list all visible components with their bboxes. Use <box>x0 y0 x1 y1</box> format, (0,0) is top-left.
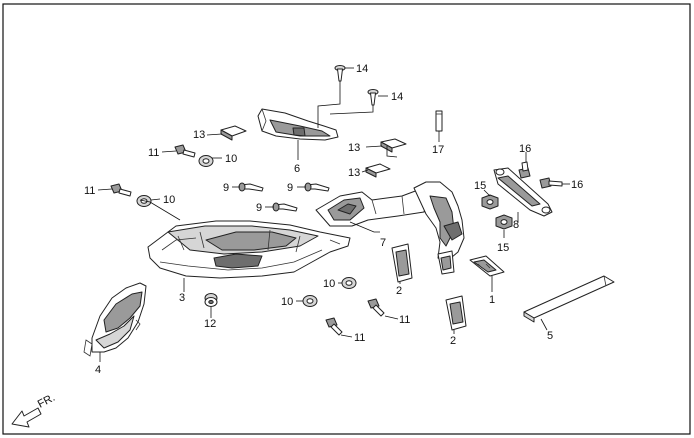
part-2-reflector-upper <box>391 243 413 283</box>
part-2-reflector-lower <box>445 295 467 331</box>
callout-labels: 1 2 2 3 4 5 6 7 8 9 9 9 10 10 10 10 11 1… <box>84 63 583 376</box>
callout-8: 8 <box>513 219 519 231</box>
part-14-screw-right <box>367 89 379 106</box>
part-9-screw-b <box>304 182 330 192</box>
callout-14-b: 14 <box>391 91 403 103</box>
callout-13-c: 13 <box>348 167 360 179</box>
callout-17: 17 <box>432 144 444 156</box>
callout-15-a: 15 <box>474 180 486 192</box>
callout-11-a: 11 <box>148 147 159 159</box>
front-direction-indicator: FR. <box>11 392 57 428</box>
part-10-washer-a <box>198 155 214 167</box>
part-13-clip-lower-right <box>365 163 391 178</box>
callout-2-upper: 2 <box>396 285 402 297</box>
part-3-inner-tray <box>147 220 351 279</box>
part-1-plate <box>469 255 505 277</box>
callout-10-a: 10 <box>225 153 237 165</box>
callout-4: 4 <box>95 364 101 376</box>
callout-11-c: 11 <box>399 314 410 326</box>
callout-13-a: 13 <box>193 129 205 141</box>
diagram-border <box>2 3 691 435</box>
callout-10-d: 10 <box>281 296 293 308</box>
part-10-washer-c <box>341 277 357 289</box>
callout-6: 6 <box>294 163 300 175</box>
callout-9-b: 9 <box>287 182 293 194</box>
part-17-pad <box>435 110 443 132</box>
leader-lines <box>97 67 570 362</box>
part-13-clip-upper-right <box>380 138 407 153</box>
part-7-rear-bracket <box>315 181 465 263</box>
part-15-nut-upper <box>481 194 499 210</box>
callout-9-c: 9 <box>256 202 262 214</box>
front-label: FR. <box>36 392 57 411</box>
part-13-clip-upper-left <box>220 125 247 141</box>
part-6-upper-cover <box>257 108 339 141</box>
callout-10-c: 10 <box>323 278 335 290</box>
part-11-bolt-a <box>174 144 196 158</box>
part-9-screw-c <box>272 202 298 212</box>
part-11-bolt-c <box>367 298 385 317</box>
part-11-bolt-d <box>325 317 343 336</box>
callout-15-b: 15 <box>497 242 509 254</box>
callout-9-a: 9 <box>223 182 229 194</box>
callout-11-b: 11 <box>84 185 95 197</box>
part-11-bolt-b <box>110 183 132 197</box>
part-15-nut-lower <box>495 214 513 230</box>
callout-2-lower: 2 <box>450 335 456 347</box>
part-8-stay-bracket <box>493 167 553 217</box>
callout-11-d: 11 <box>354 332 365 344</box>
part-9-screw-a <box>238 182 264 192</box>
callout-16-a: 16 <box>519 143 531 155</box>
part-16-bolt-right <box>539 177 563 189</box>
part-10-washer-d <box>302 295 318 307</box>
callout-16-b: 16 <box>571 179 583 191</box>
part-5-trim-strip <box>523 275 615 323</box>
callout-7: 7 <box>380 237 386 249</box>
part-12-grommet <box>204 293 218 307</box>
part-2-reflector-small <box>437 250 455 275</box>
callout-3: 3 <box>179 292 185 304</box>
part-14-screw-left <box>334 65 346 82</box>
front-arrow-icon <box>11 407 42 428</box>
callout-13-b: 13 <box>348 142 360 154</box>
callout-14-a: 14 <box>356 63 368 75</box>
callout-10-b: 10 <box>163 194 175 206</box>
part-4-side-panel <box>83 282 147 357</box>
callout-1: 1 <box>489 294 495 306</box>
callout-5: 5 <box>547 330 553 342</box>
part-16-bolt-left <box>518 161 531 179</box>
callout-12: 12 <box>204 318 216 330</box>
